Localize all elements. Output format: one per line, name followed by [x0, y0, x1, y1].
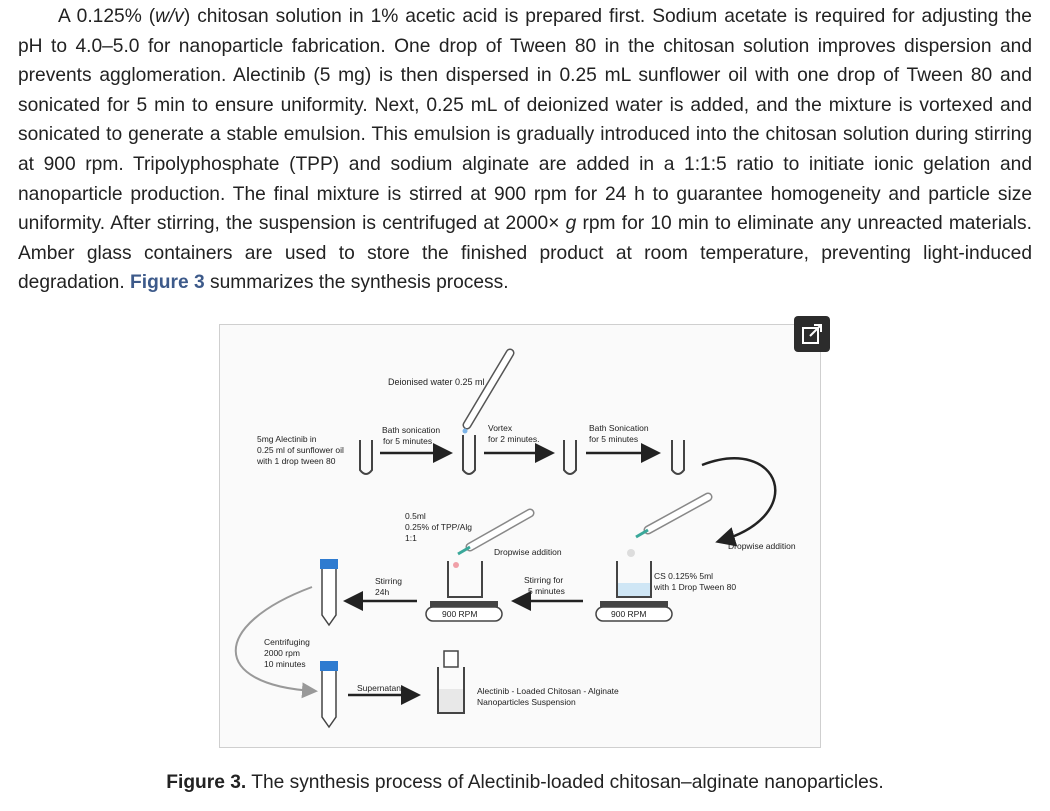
svg-text:0.25% of TPP/Alg: 0.25% of TPP/Alg — [405, 522, 472, 532]
svg-text:for 5 minutes: for 5 minutes — [383, 436, 432, 446]
svg-text:Alectinib - Loaded Chitosan -: Alectinib - Loaded Chitosan - Alginate — [477, 686, 619, 696]
figure-3-image[interactable]: Deionised water 0.25 ml 5mg Alectinib in… — [219, 324, 821, 748]
pipette-icon — [462, 348, 515, 434]
svg-text:Bath Sonication: Bath Sonication — [589, 423, 649, 433]
svg-text:0.25 ml of sunflower oil: 0.25 ml of sunflower oil — [257, 445, 344, 455]
svg-text:900 RPM: 900 RPM — [442, 609, 477, 619]
svg-text:Nanoparticles Suspension: Nanoparticles Suspension — [477, 697, 576, 707]
svg-text:5mg Alectinib in: 5mg Alectinib in — [257, 434, 317, 444]
svg-text:Centrifuging: Centrifuging — [264, 637, 310, 647]
svg-text:900 RPM: 900 RPM — [611, 609, 646, 619]
svg-text:Dropwise addition: Dropwise addition — [494, 547, 562, 557]
expand-icon — [802, 324, 822, 344]
curved-arrow — [701, 457, 777, 547]
svg-text:1:1: 1:1 — [405, 533, 417, 543]
svg-text:for 5 minutes: for 5 minutes — [589, 434, 638, 444]
para-text-1: A 0.125% ( — [58, 6, 156, 27]
svg-text:2000 rpm: 2000 rpm — [264, 648, 300, 658]
tube-icon — [671, 440, 685, 475]
expand-button[interactable] — [794, 316, 830, 352]
svg-text:Stirring for: Stirring for — [524, 575, 563, 585]
svg-text:10 minutes: 10 minutes — [264, 659, 306, 669]
svg-text:with 1 drop tween 80: with 1 drop tween 80 — [256, 456, 336, 466]
svg-text:Stirring: Stirring — [375, 576, 402, 586]
syringe-icon — [627, 492, 713, 557]
tube-icon — [563, 440, 577, 475]
para-text-3: rpm for 10 min to eliminate any unreacte… — [18, 213, 1032, 294]
beaker-icon — [425, 561, 503, 622]
svg-text:0.5ml: 0.5ml — [405, 511, 426, 521]
svg-text:Bath sonication: Bath sonication — [382, 425, 440, 435]
svg-text:for 2 minutes.: for 2 minutes. — [488, 434, 540, 444]
svg-text:Supernatant: Supernatant — [357, 683, 404, 693]
svg-text:Vortex: Vortex — [488, 423, 513, 433]
syringe-icon — [453, 508, 535, 568]
centrifuge-tube-icon — [320, 661, 338, 729]
body-paragraph: A 0.125% (w/v) chitosan solution in 1% a… — [18, 2, 1032, 298]
para-wv: w/v — [155, 6, 184, 27]
para-g: g — [565, 213, 577, 235]
centrifuge-tube-icon — [320, 559, 338, 627]
svg-text:5 minutes: 5 minutes — [528, 586, 565, 596]
bottle-icon — [437, 650, 465, 714]
svg-text:with 1 Drop Tween 80: with 1 Drop Tween 80 — [653, 582, 736, 592]
tube-icon — [359, 440, 373, 475]
synthesis-diagram: Deionised water 0.25 ml 5mg Alectinib in… — [234, 348, 796, 729]
beaker-icon — [595, 561, 673, 622]
curved-arrow — [234, 586, 318, 699]
para-text-2: ) chitosan solution in 1% acetic acid is… — [18, 6, 1032, 235]
figure-caption: Figure 3. The synthesis process of Alect… — [166, 772, 884, 793]
svg-text:CS 0.125% 5ml: CS 0.125% 5ml — [654, 571, 713, 581]
tube-icon — [462, 435, 476, 475]
svg-text:Dropwise addition: Dropwise addition — [728, 541, 796, 551]
para-text-4: summarizes the synthesis process. — [204, 272, 509, 294]
svg-text:24h: 24h — [375, 587, 389, 597]
figure-3-link[interactable]: Figure 3 — [130, 272, 205, 294]
svg-text:Deionised water 0.25 ml: Deionised water 0.25 ml — [388, 377, 485, 387]
